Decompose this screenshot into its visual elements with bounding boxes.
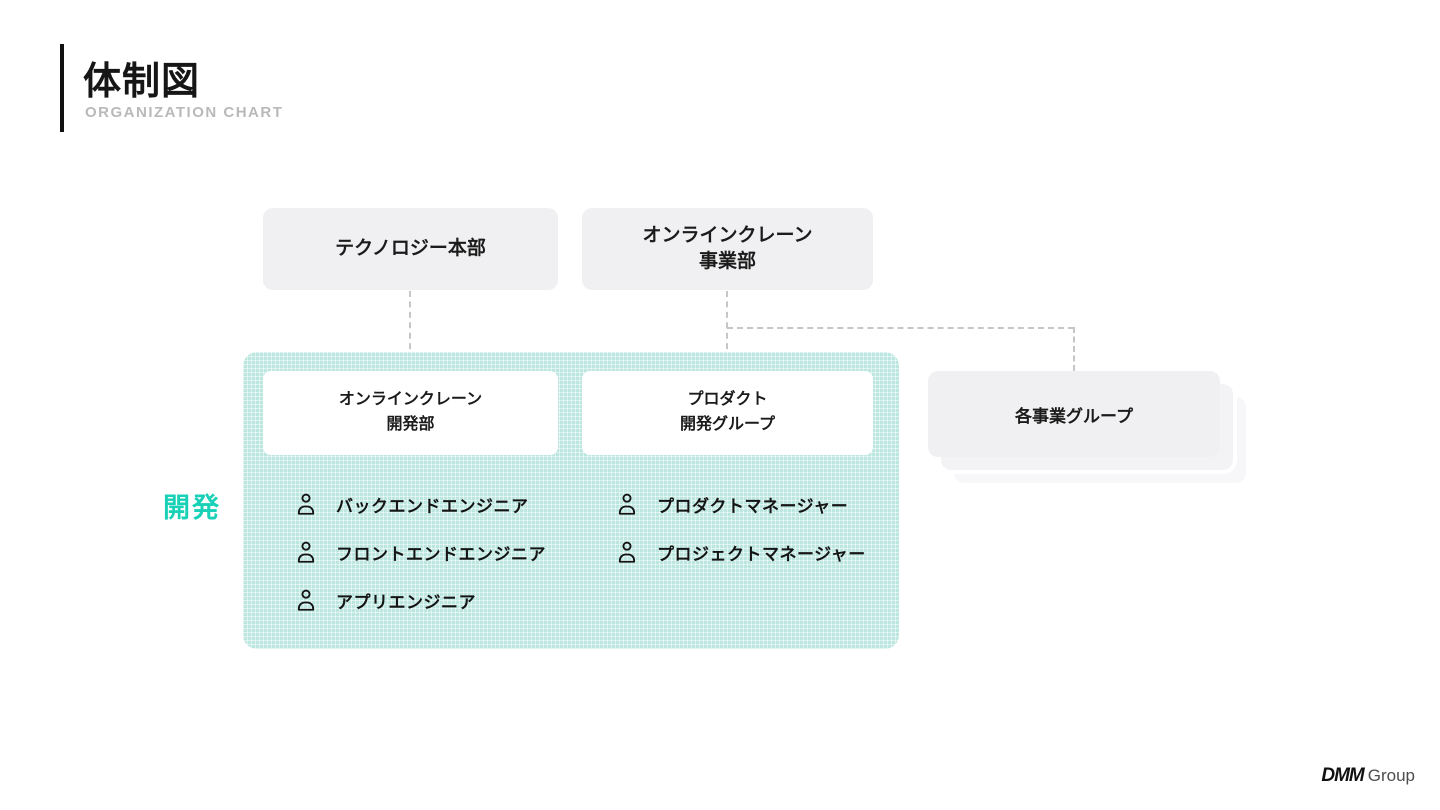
person-icon xyxy=(297,541,315,563)
org-box-label: プロダクト 開発グループ xyxy=(679,391,776,433)
org-box-label: オンラインクレーン 事業部 xyxy=(642,225,813,272)
org-box-business-groups: 各事業グループ xyxy=(928,371,1220,457)
org-box-label: 各事業グループ xyxy=(1015,406,1133,426)
role-list-dev-dept: バックエンドエンジニア フロントエンドエンジニア アプリエンジニア xyxy=(293,490,546,614)
connector-tech-to-dev xyxy=(409,291,411,370)
page-subtitle: ORGANIZATION CHART xyxy=(85,104,284,121)
org-box-online-crane-division: オンラインクレーン 事業部 xyxy=(582,208,873,290)
person-icon xyxy=(297,493,315,515)
org-box-technology-hq: テクノロジー本部 xyxy=(263,208,558,290)
dmm-logo-text: DMM xyxy=(1321,765,1364,786)
title-accent-bar xyxy=(60,44,64,132)
role-item: アプリエンジニア xyxy=(293,586,546,614)
role-label: アプリエンジニア xyxy=(336,592,476,612)
org-box-product-dev-group: プロダクト 開発グループ xyxy=(582,371,873,455)
page-title: 体制図 xyxy=(83,61,201,103)
role-label: バックエンドエンジニア xyxy=(336,496,529,516)
org-box-online-crane-dev-dept: オンラインクレーン 開発部 xyxy=(263,371,558,455)
connector-division-to-product xyxy=(726,291,728,370)
connector-division-branch xyxy=(727,327,1074,329)
org-box-label: オンラインクレーン 開発部 xyxy=(338,391,483,433)
org-box-label: テクノロジー本部 xyxy=(335,238,486,260)
dmm-group-logo: DMM Group xyxy=(1321,765,1415,787)
person-icon xyxy=(297,589,315,611)
person-icon xyxy=(618,493,636,515)
role-item: バックエンドエンジニア xyxy=(293,490,546,518)
role-label: プロダクトマネージャー xyxy=(657,496,849,516)
role-item: プロダクトマネージャー xyxy=(614,490,866,518)
connector-branch-to-business-groups xyxy=(1073,327,1075,371)
role-list-product-group: プロダクトマネージャー プロジェクトマネージャー xyxy=(614,490,866,566)
role-label: プロジェクトマネージャー xyxy=(657,544,866,564)
development-area-panel: オンラインクレーン 開発部 プロダクト 開発グループ バックエンドエンジニア フ… xyxy=(243,352,899,649)
role-item: プロジェクトマネージャー xyxy=(614,538,866,566)
org-box-business-groups-stack: 各事業グループ xyxy=(928,371,1246,483)
person-icon xyxy=(618,541,636,563)
role-label: フロントエンドエンジニア xyxy=(336,544,546,564)
development-area-label: 開発 xyxy=(163,493,221,523)
group-logo-text: Group xyxy=(1367,766,1415,785)
role-item: フロントエンドエンジニア xyxy=(293,538,546,566)
